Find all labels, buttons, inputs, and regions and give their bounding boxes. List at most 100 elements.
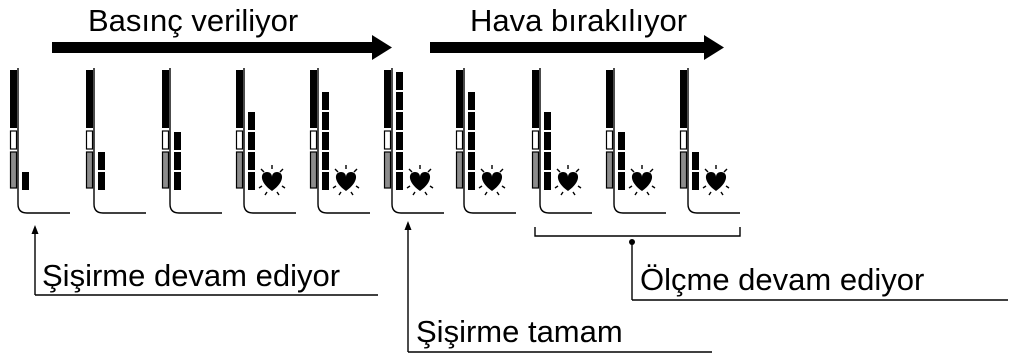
- heart-ray: [575, 168, 580, 173]
- heart-ray: [556, 168, 561, 173]
- level-segment: [98, 172, 105, 190]
- display-panels: [9, 68, 740, 214]
- indicator-panel: [309, 68, 370, 214]
- heart-ray: [720, 191, 724, 196]
- indicator-panel: [383, 68, 444, 214]
- heart-pulse-icon: [554, 165, 582, 196]
- level-segment: [396, 92, 403, 110]
- pressure-column-mid: [383, 130, 392, 150]
- level-segment: [248, 172, 255, 190]
- pressure-column-top: [86, 70, 93, 128]
- heart-ray: [424, 191, 428, 196]
- pressure-column-mid: [85, 130, 94, 150]
- heart-pulse-icon: [406, 165, 434, 196]
- heart-pulse-icon: [478, 165, 506, 196]
- heart-pulse-icon: [702, 165, 730, 196]
- panel-frame: [463, 68, 516, 214]
- level-segment: [396, 112, 403, 130]
- level-segment: [322, 152, 329, 170]
- pressure-column-bottom: [85, 151, 94, 189]
- heart-ray: [651, 185, 656, 189]
- level-segment: [618, 152, 625, 170]
- level-segment: [174, 172, 181, 190]
- heart-ray: [560, 191, 564, 196]
- level-segment: [468, 132, 475, 150]
- level-segment: [396, 172, 403, 190]
- heart-ray: [501, 185, 506, 189]
- pressure-column-mid: [309, 130, 318, 150]
- pressure-column-top: [10, 70, 17, 128]
- pressure-column-mid: [9, 130, 18, 150]
- pressure-column-mid: [605, 130, 614, 150]
- level-segment: [468, 152, 475, 170]
- heart-ray: [577, 185, 582, 189]
- pressure-column-top: [532, 70, 539, 128]
- level-segment: [544, 132, 551, 150]
- level-segment: [396, 152, 403, 170]
- panel-frame: [317, 68, 370, 214]
- pressure-column-bottom: [161, 151, 170, 189]
- indicator-panel: [235, 68, 296, 214]
- heart-ray: [279, 168, 284, 173]
- indicator-panel: [605, 68, 666, 214]
- level-segment: [544, 152, 551, 170]
- heart-ray: [725, 185, 730, 189]
- pressure-column-top: [384, 70, 391, 128]
- inflation-complete-callout: [404, 221, 712, 353]
- level-segment: [322, 172, 329, 190]
- heart-shape: [481, 172, 503, 191]
- level-segment: [618, 172, 625, 190]
- heart-pulse-icon: [332, 165, 360, 196]
- measuring-callout: [534, 227, 1008, 301]
- heart-ray: [258, 185, 263, 189]
- panel-frame: [17, 68, 70, 214]
- indicator-panel: [161, 68, 222, 214]
- pressure-column-bottom: [383, 151, 392, 189]
- inflation-arrow-label: Basınç veriliyor: [88, 3, 298, 38]
- panel-frame: [391, 68, 444, 214]
- level-segment: [396, 72, 403, 90]
- level-segment: [174, 132, 181, 150]
- panel-frame: [539, 68, 592, 214]
- level-segment: [468, 112, 475, 130]
- heart-ray: [480, 168, 485, 173]
- heart-ray: [429, 185, 434, 189]
- heart-ray: [260, 168, 265, 173]
- heart-ray: [630, 168, 635, 173]
- heart-ray: [350, 191, 354, 196]
- heart-shape: [631, 172, 653, 191]
- heart-ray: [704, 168, 709, 173]
- heart-ray: [353, 168, 358, 173]
- deflation-arrow: [430, 35, 724, 60]
- heart-ray: [427, 168, 432, 173]
- level-segment: [322, 132, 329, 150]
- indicator-panel: [455, 68, 516, 214]
- heart-ray: [628, 185, 633, 189]
- panel-frame: [93, 68, 146, 214]
- level-segment: [322, 92, 329, 110]
- heart-shape: [409, 172, 431, 191]
- pressure-column-mid: [235, 130, 244, 150]
- heart-ray: [264, 191, 268, 196]
- pressure-column-bottom: [9, 151, 18, 189]
- indicator-panel: [9, 68, 70, 214]
- level-segment: [544, 172, 551, 190]
- heart-ray: [496, 191, 500, 196]
- level-segment: [248, 112, 255, 130]
- heart-ray: [554, 185, 559, 189]
- panel-frame: [169, 68, 222, 214]
- inflating-callout: [31, 225, 378, 296]
- heart-shape: [557, 172, 579, 191]
- level-segment: [174, 152, 181, 170]
- level-segment: [248, 152, 255, 170]
- pressure-column-bottom: [235, 151, 244, 189]
- level-segment: [692, 152, 699, 170]
- panel-frame: [613, 68, 666, 214]
- heart-ray: [723, 168, 728, 173]
- panel-frame: [243, 68, 296, 214]
- pressure-column-top: [456, 70, 463, 128]
- heart-ray: [338, 191, 342, 196]
- pressure-column-mid: [161, 130, 170, 150]
- inflation-complete-callout-label: Şişirme tamam: [416, 314, 623, 349]
- pressure-column-mid: [679, 130, 688, 150]
